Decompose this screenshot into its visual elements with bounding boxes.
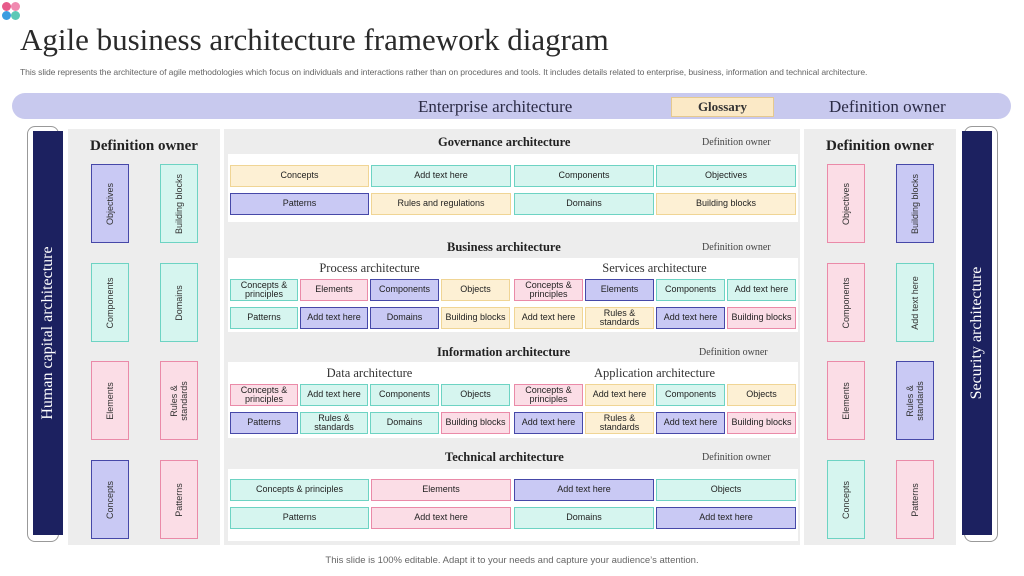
left-card-objectives: Objectives — [91, 164, 129, 243]
data-rules: Rules & standards — [300, 412, 368, 434]
left-card-rules-standards: Rules & standards — [160, 361, 198, 440]
right-card-components: Components — [827, 263, 865, 342]
tech-add-text: Add text here — [514, 479, 654, 501]
right-card-rules-standards: Rules & standards — [896, 361, 934, 440]
tech-concepts: Concepts & principles — [230, 479, 369, 501]
data-objects: Objects — [441, 384, 510, 406]
gov-domains: Domains — [514, 193, 654, 215]
enterprise-architecture-label: Enterprise architecture — [418, 97, 573, 116]
app-building-blocks: Building blocks — [727, 412, 796, 434]
gov-concepts: Concepts — [230, 165, 369, 187]
right-panel-title: Definition owner — [826, 138, 934, 154]
proc-concepts: Concepts & principles — [230, 279, 298, 301]
tech-add-text-2: Add text here — [371, 507, 511, 529]
proc-building-blocks: Building blocks — [441, 307, 510, 329]
tech-elements: Elements — [371, 479, 511, 501]
svc-rules: Rules & standards — [585, 307, 654, 329]
governance-title: Governance architecture — [438, 135, 571, 149]
app-add-text: Add text here — [585, 384, 654, 406]
left-card-elements: Elements — [91, 361, 129, 440]
data-patterns: Patterns — [230, 412, 298, 434]
tech-patterns: Patterns — [230, 507, 369, 529]
process-arch-title: Process architecture — [319, 261, 420, 275]
glossary-button[interactable]: Glossary — [671, 97, 774, 117]
tech-domains: Domains — [514, 507, 654, 529]
right-definition-panel: Definition owner Objectives Building blo… — [804, 129, 956, 545]
data-add-text: Add text here — [300, 384, 368, 406]
information-title: Information architecture — [437, 345, 571, 359]
gov-patterns: Patterns — [230, 193, 369, 215]
right-card-building-blocks: Building blocks — [896, 164, 934, 243]
human-capital-bar: Human capital architecture — [33, 131, 63, 535]
proc-objects: Objects — [441, 279, 510, 301]
app-add-text-3: Add text here — [656, 412, 725, 434]
left-card-building-blocks: Building blocks — [160, 164, 198, 243]
svc-components: Components — [656, 279, 725, 301]
left-card-patterns: Patterns — [160, 460, 198, 539]
svc-building-blocks: Building blocks — [727, 307, 796, 329]
app-concepts: Concepts & principles — [514, 384, 583, 406]
right-card-concepts: Concepts — [827, 460, 865, 539]
gov-building-blocks: Building blocks — [656, 193, 796, 215]
left-panel-title: Definition owner — [90, 138, 198, 154]
gov-rules: Rules and regulations — [371, 193, 511, 215]
services-arch-title: Services architecture — [602, 261, 707, 275]
business-owner: Definition owner — [702, 242, 771, 253]
app-add-text-2: Add text here — [514, 412, 583, 434]
page-subtitle: This slide represents the architecture o… — [20, 67, 868, 77]
human-capital-label: Human capital architecture — [39, 246, 56, 420]
right-card-elements: Elements — [827, 361, 865, 440]
right-card-objectives: Objectives — [827, 164, 865, 243]
technical-owner: Definition owner — [702, 452, 771, 463]
tech-add-text-3: Add text here — [656, 507, 796, 529]
left-definition-panel: Definition owner Objectives Building blo… — [68, 129, 220, 545]
enterprise-header-bar — [12, 93, 1011, 119]
svc-add-text: Add text here — [727, 279, 796, 301]
data-domains: Domains — [370, 412, 439, 434]
app-objects: Objects — [727, 384, 796, 406]
left-card-components: Components — [91, 263, 129, 342]
gov-add-text: Add text here — [371, 165, 511, 187]
gov-components: Components — [514, 165, 654, 187]
footer-note: This slide is 100% editable. Adapt it to… — [325, 555, 699, 566]
application-arch-title: Application architecture — [593, 366, 716, 380]
svc-concepts: Concepts & principles — [514, 279, 583, 301]
left-card-concepts: Concepts — [91, 460, 129, 539]
governance-owner: Definition owner — [702, 137, 771, 148]
proc-add-text: Add text here — [300, 307, 368, 329]
svc-add-text-2: Add text here — [514, 307, 583, 329]
brand-logo-icon — [2, 2, 24, 24]
information-owner: Definition owner — [699, 347, 768, 358]
app-components: Components — [656, 384, 725, 406]
page-title: Agile business architecture framework di… — [20, 22, 609, 57]
data-components: Components — [370, 384, 439, 406]
svc-add-text-3: Add text here — [656, 307, 725, 329]
security-bar: Security architecture — [962, 131, 992, 535]
right-card-patterns: Patterns — [896, 460, 934, 539]
app-rules: Rules & standards — [585, 412, 654, 434]
data-building-blocks: Building blocks — [441, 412, 510, 434]
security-label: Security architecture — [968, 266, 985, 400]
proc-components: Components — [370, 279, 439, 301]
proc-domains: Domains — [370, 307, 439, 329]
business-title: Business architecture — [447, 240, 561, 254]
data-concepts: Concepts & principles — [230, 384, 298, 406]
proc-patterns: Patterns — [230, 307, 298, 329]
definition-owner-header-label: Definition owner — [829, 97, 946, 116]
right-card-add-text: Add text here — [896, 263, 934, 342]
data-arch-title: Data architecture — [326, 366, 413, 380]
gov-objectives: Objectives — [656, 165, 796, 187]
technical-title: Technical architecture — [445, 450, 564, 464]
proc-elements: Elements — [300, 279, 368, 301]
left-card-domains: Domains — [160, 263, 198, 342]
svc-elements: Elements — [585, 279, 654, 301]
tech-objects: Objects — [656, 479, 796, 501]
